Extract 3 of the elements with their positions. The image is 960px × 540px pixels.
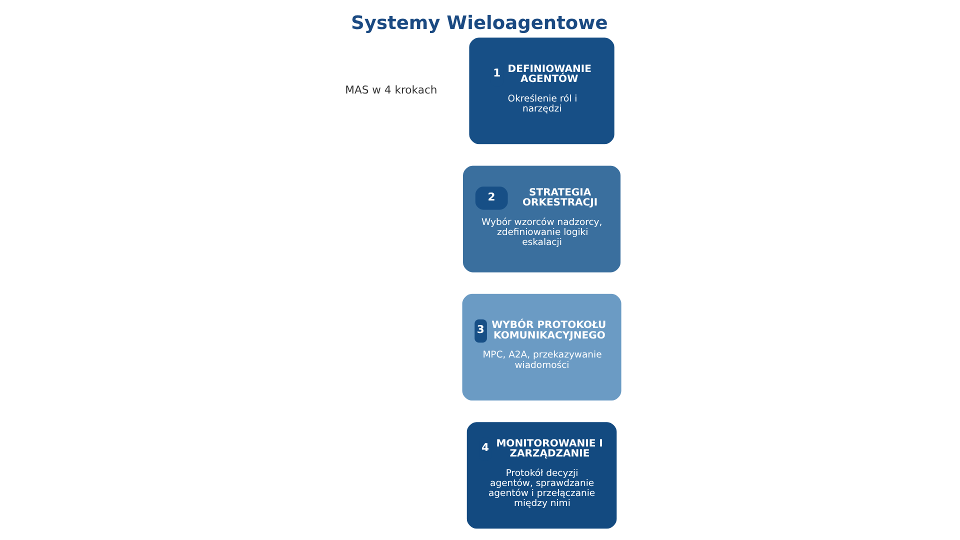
label: MAS w 4 krokach xyxy=(345,84,438,97)
node-box: 2 STRATEGIA ORKESTRACJI Wybór wzorców nadzorcy, zdefiniowanie logiki eskalacji xyxy=(463,166,621,272)
diagram-title: Systemy Wieloagentowe xyxy=(351,12,608,34)
